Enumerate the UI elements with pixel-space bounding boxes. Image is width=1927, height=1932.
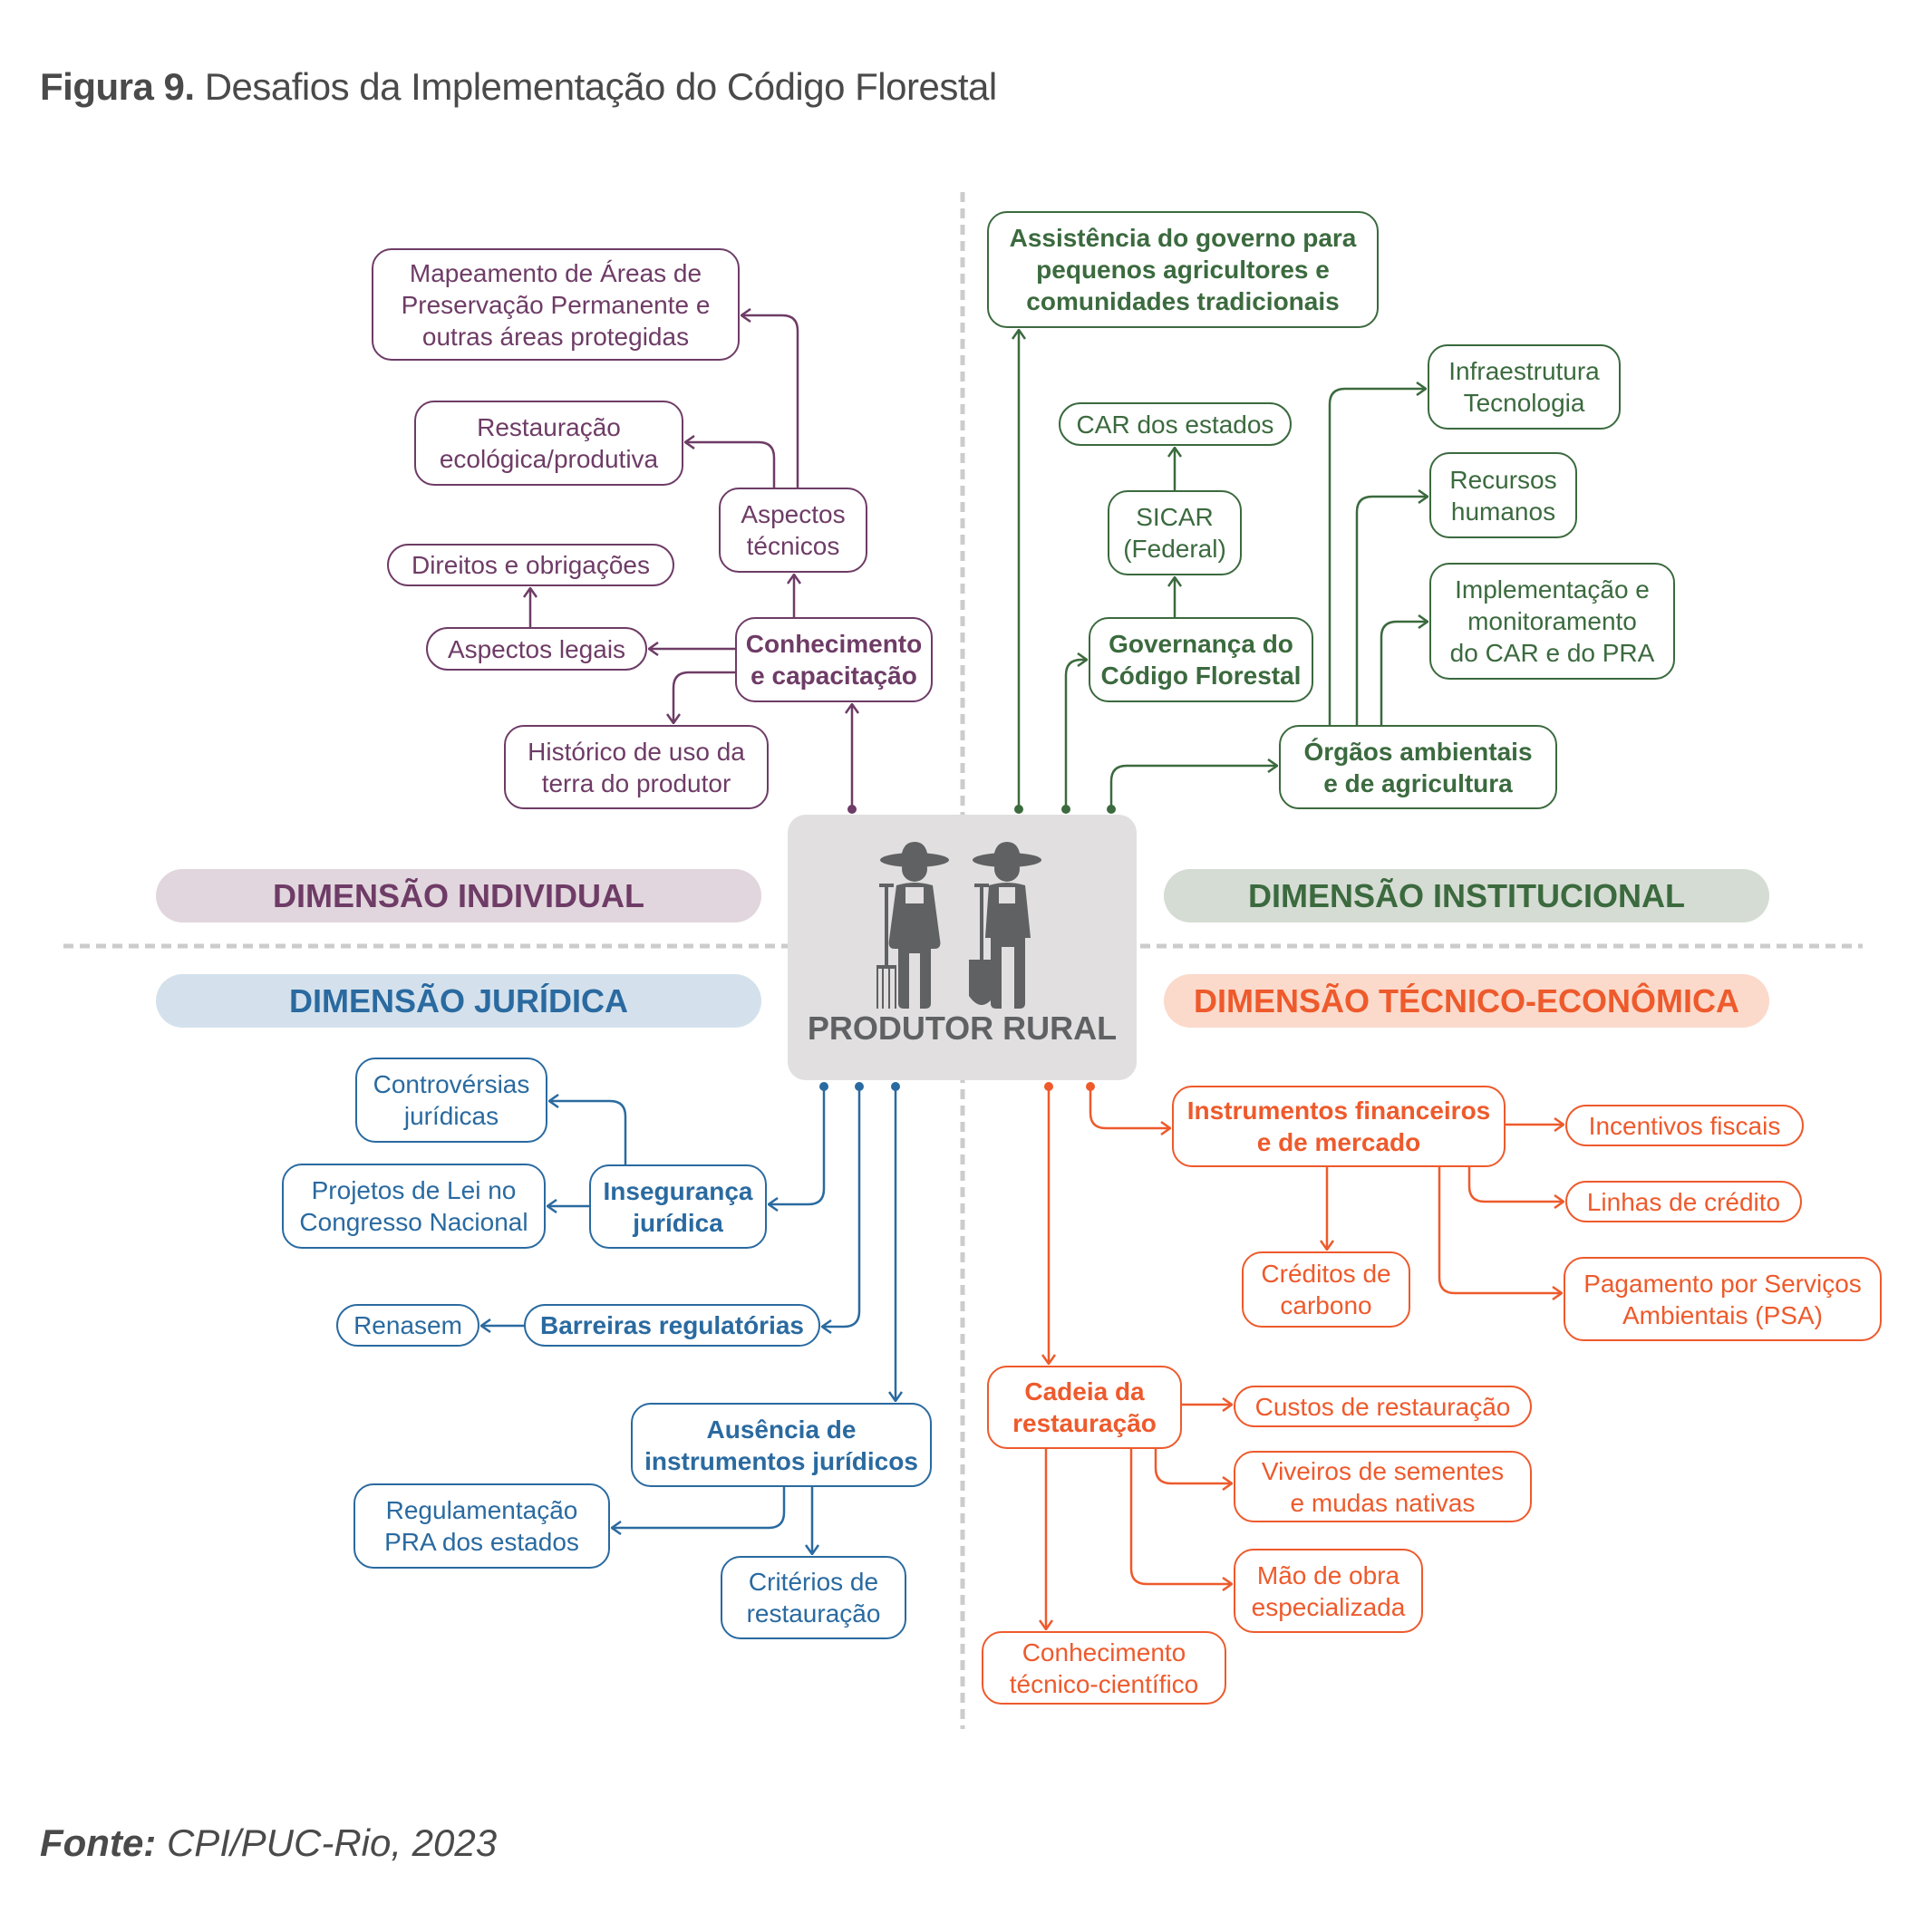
connector-instrumentos-linhas bbox=[1467, 1167, 1564, 1202]
node-mapeamento: Mapeamento de Áreas de Preservação Perma… bbox=[372, 248, 740, 361]
connector-orgaos-implementacao bbox=[1380, 622, 1428, 725]
connector-instrumentos-psa bbox=[1438, 1167, 1562, 1293]
node-psa: Pagamento por Serviços Ambientais (PSA) bbox=[1564, 1257, 1882, 1341]
connector-tecnicos-restauracao bbox=[685, 442, 776, 488]
node-implementacao: Implementação e monitoramento do CAR e d… bbox=[1429, 563, 1675, 680]
node-direitos: Direitos e obrigações bbox=[387, 544, 674, 586]
node-dot bbox=[891, 1082, 900, 1091]
node-cadeia: Cadeia da restauração bbox=[987, 1366, 1182, 1449]
source-note: Fonte: CPI/PUC-Rio, 2023 bbox=[40, 1821, 497, 1865]
dimension-juridica: DIMENSÃO JURÍDICA bbox=[156, 974, 761, 1028]
node-controversias: Controvérsias jurídicas bbox=[355, 1058, 547, 1143]
node-assistencia: Assistência do governo para pequenos agr… bbox=[987, 211, 1379, 328]
connector-cadeia-maodeobra bbox=[1129, 1449, 1232, 1584]
source-text: CPI/PUC-Rio, 2023 bbox=[166, 1821, 498, 1864]
node-linhas-credito: Linhas de crédito bbox=[1565, 1181, 1802, 1222]
figure-title-text: Desafios da Implementação do Código Flor… bbox=[204, 65, 997, 108]
node-aspectos-legais: Aspectos legais bbox=[426, 627, 647, 671]
node-projetos-lei: Projetos de Lei no Congresso Nacional bbox=[282, 1164, 546, 1249]
connector-produtor-instrumentos bbox=[1089, 1087, 1170, 1128]
node-historico: Histórico de uso da terra do produtor bbox=[504, 725, 769, 809]
dimension-institucional: DIMENSÃO INSTITUCIONAL bbox=[1164, 869, 1769, 923]
node-dot bbox=[1044, 1082, 1053, 1091]
node-sicar: SICAR (Federal) bbox=[1108, 490, 1242, 575]
connector-produtor-inseguranca bbox=[769, 1087, 826, 1204]
node-dot bbox=[847, 805, 857, 814]
node-governanca: Governança do Código Florestal bbox=[1089, 617, 1313, 702]
node-dot bbox=[1014, 805, 1023, 814]
node-criterios: Critérios de restauração bbox=[721, 1556, 906, 1639]
node-mao-obra: Mão de obra especializada bbox=[1234, 1549, 1423, 1633]
node-dot bbox=[819, 1082, 828, 1091]
connector-cadeia-viveiros bbox=[1154, 1449, 1232, 1483]
connector-ausencia-regulamentacao bbox=[612, 1487, 786, 1528]
connector-inseguranca-controversias bbox=[549, 1101, 627, 1164]
connector-conhecimento-historico bbox=[673, 671, 735, 723]
node-dot bbox=[1086, 1082, 1095, 1091]
produtor-rural-node: PRODUTOR RURAL bbox=[788, 815, 1137, 1080]
node-barreiras: Barreiras regulatórias bbox=[524, 1304, 820, 1347]
farmers-icon bbox=[876, 842, 1041, 1009]
node-infraestrutura: Infraestrutura Tecnologia bbox=[1428, 344, 1621, 430]
connector-produtor-orgaos bbox=[1109, 766, 1277, 809]
node-dot bbox=[855, 1082, 864, 1091]
node-car-estados: CAR dos estados bbox=[1059, 402, 1292, 446]
node-recursos-humanos: Recursos humanos bbox=[1429, 452, 1577, 538]
source-label: Fonte: bbox=[40, 1821, 157, 1864]
node-inseguranca: Insegurança jurídica bbox=[589, 1164, 767, 1249]
figure-label: Figura 9. bbox=[40, 65, 195, 108]
node-orgaos: Órgãos ambientais e de agricultura bbox=[1279, 725, 1557, 809]
produtor-rural-label: PRODUTOR RURAL bbox=[807, 1009, 1118, 1047]
dimension-individual: DIMENSÃO INDIVIDUAL bbox=[156, 869, 761, 923]
node-creditos-carbono: Créditos de carbono bbox=[1242, 1251, 1410, 1328]
connector-orgaos-infraestrutura bbox=[1328, 389, 1426, 725]
connector-tecnicos-mapeamento bbox=[741, 315, 799, 488]
node-aspectos-tecnicos: Aspectos técnicos bbox=[719, 488, 867, 573]
node-renasem: Renasem bbox=[336, 1304, 479, 1347]
node-viveiros: Viveiros de sementes e mudas nativas bbox=[1234, 1451, 1532, 1522]
node-dot bbox=[1061, 805, 1070, 814]
node-custos: Custos de restauração bbox=[1234, 1386, 1532, 1427]
node-ausencia: Ausência de instrumentos jurídicos bbox=[631, 1403, 932, 1487]
node-instrumentos: Instrumentos financeiros e de mercado bbox=[1172, 1086, 1506, 1167]
node-conhecimento-tecnico: Conhecimento técnico-científico bbox=[982, 1631, 1226, 1705]
connector-produtor-governanca bbox=[1064, 660, 1087, 809]
node-restauracao: Restauração ecológica/produtiva bbox=[414, 401, 683, 486]
node-regulamentacao: Regulamentação PRA dos estados bbox=[353, 1483, 610, 1569]
node-incentivos: Incentivos fiscais bbox=[1565, 1105, 1804, 1146]
node-dot bbox=[1107, 805, 1116, 814]
connector-orgaos-recursos bbox=[1355, 497, 1428, 725]
dimension-tecnico-economica: DIMENSÃO TÉCNICO-ECONÔMICA bbox=[1164, 974, 1769, 1028]
node-conhecimento-capacitacao: Conhecimento e capacitação bbox=[735, 617, 933, 702]
connector-produtor-barreiras bbox=[822, 1087, 861, 1327]
figure-title: Figura 9. Desafios da Implementação do C… bbox=[40, 65, 997, 109]
